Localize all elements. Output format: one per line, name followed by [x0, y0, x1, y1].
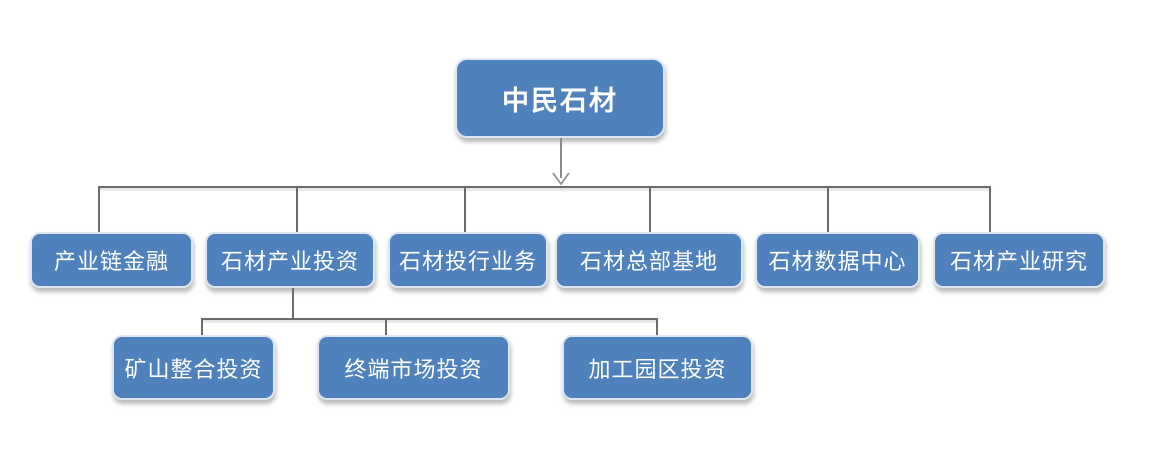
connector-level3-stem	[292, 288, 294, 320]
node-label: 终端市场投资	[344, 356, 483, 382]
node-label: 石材产业研究	[949, 249, 1088, 274]
node-label: 加工园区投资	[588, 356, 727, 382]
node-zhongmin-stone-root: 中民石材	[455, 58, 665, 138]
connector-level3-rail	[202, 318, 658, 320]
connector-drop-1	[98, 186, 100, 232]
node-stone-data-center: 石材数据中心	[755, 232, 920, 288]
node-mine-integration-investment: 矿山整合投资	[112, 335, 275, 400]
arrow-down-icon	[552, 172, 570, 185]
connector-level3-drop-2	[385, 318, 387, 336]
connector-drop-3	[464, 186, 466, 232]
node-label: 石材数据中心	[768, 249, 907, 274]
connector-drop-5	[827, 186, 829, 232]
node-terminal-market-investment: 终端市场投资	[317, 335, 510, 400]
node-stone-investment-banking: 石材投行业务	[388, 232, 548, 288]
node-stone-industry-research: 石材产业研究	[933, 232, 1105, 288]
node-stone-industry-investment: 石材产业投资	[205, 232, 375, 288]
connector-level3-drop-3	[656, 318, 658, 336]
node-label: 石材总部基地	[579, 249, 718, 274]
node-label: 矿山整合投资	[124, 356, 263, 382]
node-label: 石材投行业务	[398, 249, 537, 274]
node-label: 石材产业投资	[220, 249, 359, 274]
node-label: 中民石材	[502, 85, 618, 116]
connector-drop-4	[649, 186, 651, 232]
node-industry-chain-finance: 产业链金融	[30, 232, 193, 288]
node-processing-park-investment: 加工园区投资	[562, 335, 753, 400]
connector-drop-2	[296, 186, 298, 232]
connector-level3-drop-1	[201, 318, 203, 336]
connector-level2-rail	[99, 186, 991, 188]
node-stone-headquarters-base: 石材总部基地	[555, 232, 743, 288]
node-label: 产业链金融	[53, 249, 169, 274]
connector-root-arrow-shaft	[560, 138, 562, 178]
connector-drop-6	[989, 186, 991, 232]
